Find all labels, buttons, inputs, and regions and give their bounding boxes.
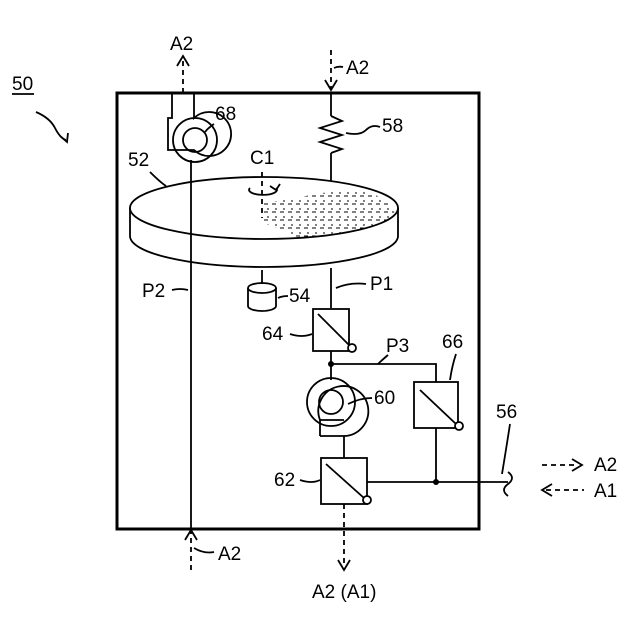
valve-66-label: 66 [442,332,463,353]
valve-62 [321,458,371,504]
resistor-58 [320,116,342,153]
housing-frame [117,93,479,529]
cylinder-label: 54 [289,286,311,307]
right-in-flow-label: A1 [594,481,617,502]
pump-label: 60 [374,388,395,409]
pump-leader [348,398,372,404]
valve-64-leader [290,334,312,336]
pipe-p1-label: P1 [370,274,393,295]
valve-62-label: 62 [274,470,295,491]
valve-64 [313,309,356,352]
cylinder-leader [278,296,288,298]
chuck-table-52 [130,177,398,267]
device-leader-arrow [60,133,68,142]
inlet-pipe-label: 56 [496,402,517,423]
exhaust-flow-label: A2 [170,34,193,55]
device-number: 50 [12,74,33,95]
right-out-flow-label: A2 [594,455,617,476]
pipe-p3-label: P3 [386,336,409,357]
table-label: 52 [128,150,149,171]
valve-62-leader [300,480,320,482]
pump-60 [307,378,368,436]
valve-66 [414,382,463,430]
bottom-in-label-leader [194,548,214,553]
axis-label: C1 [250,148,274,169]
inlet-label-leader [334,67,343,68]
valve-64-label: 64 [262,324,284,345]
table-leader [150,172,166,186]
bottom-in-flow-label: A2 [218,544,241,565]
pipe-p2-leader [172,289,188,290]
valve-66-leader [450,354,456,380]
resistor-label: 58 [382,116,403,137]
pipe-p2-label: P2 [142,281,165,302]
junction-lower [433,479,439,485]
pipe-p1-leader [336,284,366,289]
pipe-p3-leader [378,355,388,364]
resistor-leader [346,126,380,134]
inlet-flow-label: A2 [346,58,369,79]
pipe-p3 [331,364,436,382]
fan-label: 68 [215,104,236,125]
pipe-break [504,472,512,496]
device-leader [36,112,66,140]
inlet-pipe-leader [502,424,510,474]
bottom-out-flow-label: A2 (A1) [312,582,376,603]
cylinder-54 [248,283,276,311]
